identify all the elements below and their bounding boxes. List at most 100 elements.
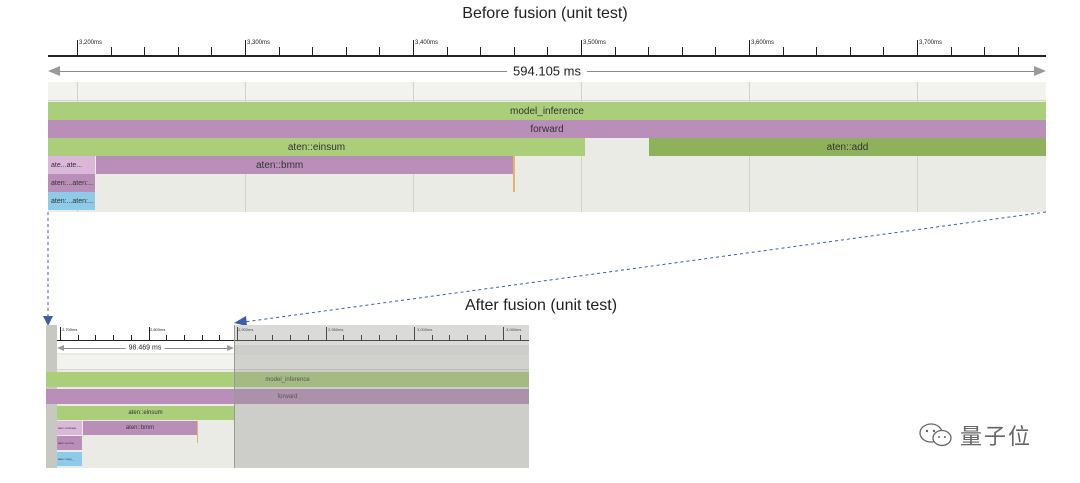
before-bmm-bar[interactable]: aten::bmm — [96, 156, 514, 174]
after-range-divider — [234, 325, 235, 468]
before-model-inference-bar[interactable]: model_inference — [48, 102, 1046, 120]
ruler-tick — [1017, 47, 1019, 55]
after-tick-2950: 2,950ms — [328, 327, 344, 332]
tick-label-3400: 3,400ms — [415, 40, 439, 46]
ruler-tick — [307, 335, 309, 340]
ruler-tick — [581, 40, 582, 55]
ruler-tick — [77, 335, 79, 340]
tick-label-3300: 3,300ms — [247, 40, 271, 46]
before-small-bar-3[interactable]: aten:...aten:... — [48, 192, 95, 210]
before-forward-bar[interactable]: forward — [48, 120, 1046, 138]
after-tick-2800: 2,800ms — [150, 327, 166, 332]
after-model-inference-bar[interactable]: model_inference — [46, 372, 529, 387]
after-header-row — [57, 355, 529, 370]
ruler-tick — [446, 47, 448, 55]
ruler-tick — [95, 335, 97, 340]
after-fusion-title: After fusion (unit test) — [464, 297, 618, 314]
ruler-tick — [245, 40, 246, 55]
ruler-tick — [113, 335, 115, 340]
ruler-tick — [681, 47, 683, 55]
after-small-bar-2[interactable]: aten::permu — [57, 436, 82, 450]
before-fusion-title: Before fusion (unit test) — [462, 5, 628, 22]
before-header-row — [48, 82, 1046, 101]
after-tick-2900: 2,900ms — [238, 327, 254, 332]
ruler-tick — [278, 47, 280, 55]
tick-label-3500: 3,500ms — [583, 40, 607, 46]
ruler-tick — [520, 335, 522, 340]
ruler-tick — [343, 335, 345, 340]
ruler-tick — [77, 40, 78, 55]
after-out-of-range-overlay — [234, 325, 529, 468]
wechat-icon — [919, 423, 952, 447]
ruler-tick — [166, 335, 168, 340]
tick-label-3700: 3,700ms — [919, 40, 943, 46]
after-forward-bar[interactable]: forward — [46, 389, 529, 404]
ruler-tick — [467, 335, 469, 340]
ruler-tick — [816, 47, 818, 55]
ruler-tick — [484, 335, 486, 340]
ruler-tick — [312, 47, 314, 55]
ruler-tick — [648, 47, 650, 55]
watermark: 量子位 — [918, 420, 1032, 450]
ruler-tick — [614, 47, 616, 55]
ruler-tick — [502, 327, 504, 340]
ruler-tick — [449, 335, 451, 340]
tick-label-3600: 3,600ms — [751, 40, 775, 46]
before-small-bar-2[interactable]: aten:...aten:... — [48, 174, 95, 192]
after-ruler-baseline — [57, 340, 529, 341]
ruler-tick — [547, 47, 549, 55]
ruler-tick — [144, 47, 146, 55]
ruler-tick — [480, 47, 482, 55]
ruler-tick — [219, 335, 221, 340]
ruler-tick — [325, 327, 327, 340]
ruler-tick — [201, 335, 203, 340]
ruler-tick — [782, 47, 784, 55]
ruler-tick — [950, 47, 952, 55]
ruler-tick — [345, 47, 347, 55]
after-tick-3000: 3,000ms — [417, 327, 433, 332]
before-bmm-tail — [513, 156, 515, 192]
ruler-tick — [849, 47, 851, 55]
ruler-tick — [378, 335, 380, 340]
ruler-tick — [237, 327, 238, 340]
ruler-tick — [183, 335, 185, 340]
ruler-tick — [254, 335, 256, 340]
ruler-tick — [130, 335, 132, 340]
before-timeline-ruler[interactable]: 3,200ms 3,300ms 3,400ms 3,500ms 3,600ms … — [48, 38, 1046, 58]
ruler-tick — [360, 335, 362, 340]
before-flame-graph[interactable]: model_inference forward aten::einsum ate… — [48, 82, 1046, 212]
after-bmm-bar[interactable]: aten::bmm — [83, 421, 197, 435]
tick-label-3200: 3,200ms — [79, 40, 103, 46]
after-small-bar-3[interactable]: aten::copy_ — [57, 452, 82, 466]
ruler-tick — [211, 47, 213, 55]
before-add-bar[interactable]: aten::add — [649, 138, 1046, 156]
after-bmm-tail — [197, 421, 198, 443]
ruler-tick — [715, 47, 717, 55]
ruler-tick — [513, 47, 515, 55]
ruler-tick — [110, 47, 112, 55]
ruler-tick — [272, 335, 274, 340]
before-duration-span: 594.105 ms — [48, 63, 1046, 79]
before-duration-label: 594.105 ms — [507, 63, 587, 79]
ruler-tick — [431, 335, 433, 340]
after-duration-span: 98.469 ms — [57, 343, 234, 353]
ruler-tick — [984, 47, 986, 55]
before-small-bar-1[interactable]: ate...ate... — [48, 156, 95, 174]
after-small-bar-1[interactable]: aten::reshape — [57, 421, 82, 435]
watermark-text: 量子位 — [960, 425, 1033, 450]
after-timeline-panel[interactable]: 2,700ms 2,800ms 2,900ms 2,950ms 3,000ms … — [46, 325, 529, 468]
before-einsum-bar[interactable]: aten::einsum — [48, 138, 585, 156]
ruler-tick — [148, 327, 150, 340]
ruler-tick — [379, 47, 381, 55]
after-tick-3050: 3,050ms — [506, 327, 522, 332]
after-tick-2700: 2,700ms — [62, 327, 78, 332]
ruler-tick — [749, 40, 750, 55]
ruler-baseline — [48, 55, 1046, 57]
duration-arrowheads — [48, 66, 1046, 76]
ruler-tick — [413, 40, 414, 55]
ruler-tick — [917, 40, 918, 55]
after-duration-label: 98.469 ms — [125, 344, 165, 352]
after-einsum-bar[interactable]: aten::einsum — [57, 406, 234, 420]
ruler-tick — [883, 47, 885, 55]
